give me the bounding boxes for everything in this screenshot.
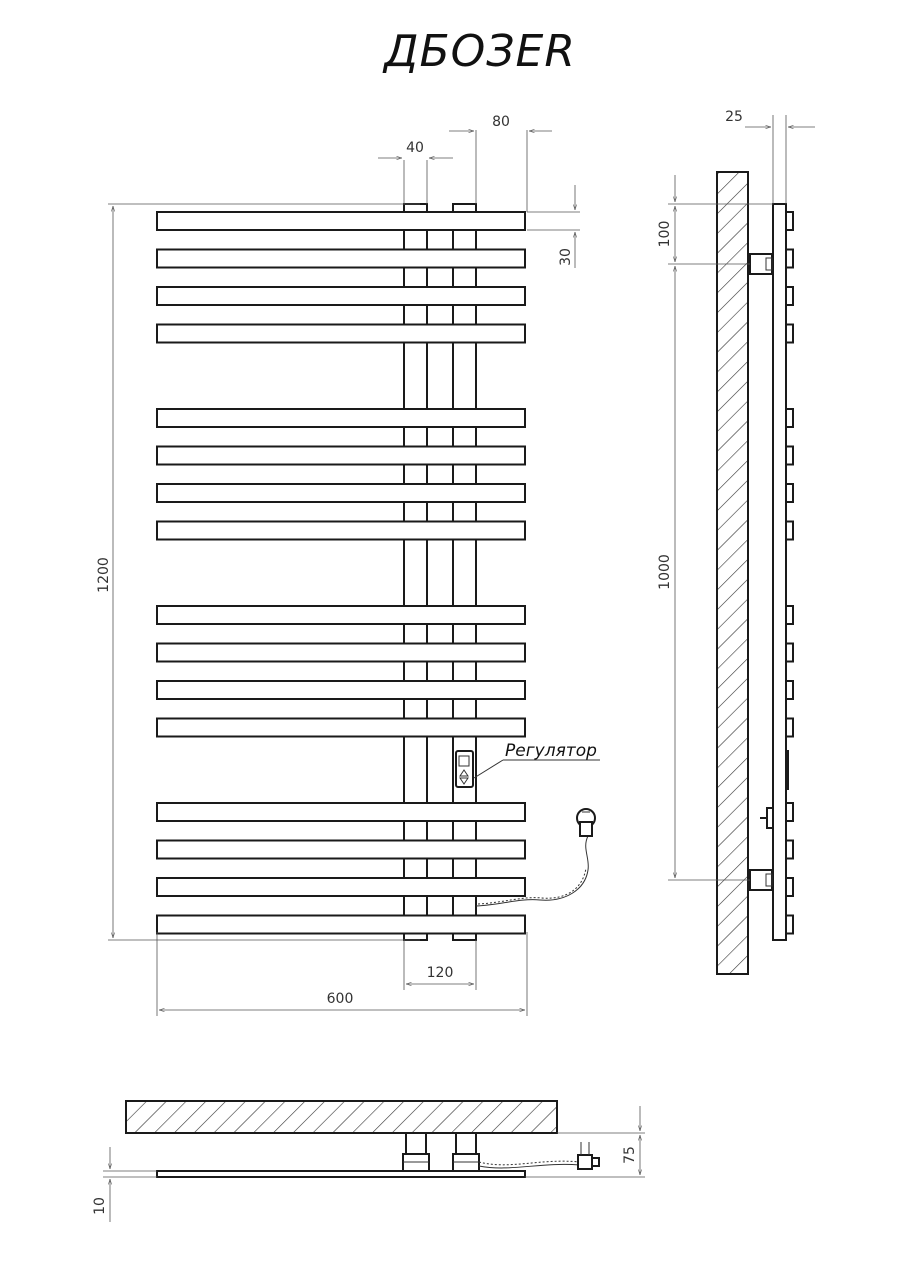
side-bar-end xyxy=(785,323,794,344)
towel-bar xyxy=(156,248,526,269)
dim-post-width: 40 xyxy=(406,140,424,156)
dim-bar-height: 30 xyxy=(558,248,574,266)
dim-mount-height: 1000 xyxy=(657,554,673,590)
side-bar-end xyxy=(785,839,794,860)
side-bar-end xyxy=(785,408,794,428)
side-bar-end xyxy=(785,717,794,738)
side-panel xyxy=(772,203,787,941)
towel-bar xyxy=(156,914,526,935)
top-mount xyxy=(749,253,773,275)
towel-bar xyxy=(156,605,526,625)
panel-plan xyxy=(156,1170,526,1178)
side-bar-end xyxy=(785,605,794,625)
dim-post-spacing: 80 xyxy=(492,114,510,130)
towel-bars xyxy=(156,211,526,935)
towel-bar xyxy=(156,286,526,306)
bottom-mount xyxy=(749,869,773,891)
dim-panel-thickness: 10 xyxy=(92,1197,108,1215)
towel-bar xyxy=(156,323,526,344)
side-bar-end xyxy=(785,483,794,503)
dim-top-offset: 100 xyxy=(657,221,673,248)
side-view: 25 100 1000 xyxy=(657,109,815,975)
side-bar-end xyxy=(785,877,794,897)
regulator-unit xyxy=(455,750,474,788)
left-post xyxy=(403,203,428,941)
side-bar-end xyxy=(785,520,794,541)
wall-plan-section xyxy=(125,1100,558,1134)
towel-bar xyxy=(156,877,526,897)
drawing-title: ДБОЗER xyxy=(382,26,576,77)
dim-connection-spacing: 120 xyxy=(427,965,454,981)
dim-wall-distance: 75 xyxy=(622,1146,638,1164)
towel-bar xyxy=(156,839,526,860)
towel-bar xyxy=(156,211,526,231)
side-bar-end xyxy=(785,802,794,822)
towel-bar xyxy=(156,483,526,503)
side-bar-end xyxy=(785,248,794,269)
side-bar-ends xyxy=(785,211,794,935)
towel-bar xyxy=(156,445,526,466)
towel-bar xyxy=(156,520,526,541)
dim-total-height: 1200 xyxy=(96,557,112,593)
side-bar-end xyxy=(785,642,794,663)
side-bar-end xyxy=(785,680,794,700)
towel-bar xyxy=(156,642,526,663)
dim-depth: 25 xyxy=(725,109,743,125)
dim-width: 600 xyxy=(327,991,354,1007)
front-view: Регулятор 1200 600 120 xyxy=(96,114,600,1016)
right-post xyxy=(452,203,477,941)
side-bar-end xyxy=(785,286,794,306)
plug-plan xyxy=(577,1142,600,1170)
side-bar-end xyxy=(785,211,794,231)
plug xyxy=(576,808,596,837)
side-bar-end xyxy=(785,914,794,935)
towel-bar xyxy=(156,680,526,700)
bottom-view: 75 10 xyxy=(92,1100,645,1222)
regulator-label: Регулятор xyxy=(505,741,597,761)
wall-section xyxy=(716,171,749,975)
power-cable xyxy=(475,835,589,907)
side-bar-end xyxy=(785,445,794,466)
towel-bar xyxy=(156,802,526,822)
towel-bar xyxy=(156,408,526,428)
towel-bar xyxy=(156,717,526,738)
